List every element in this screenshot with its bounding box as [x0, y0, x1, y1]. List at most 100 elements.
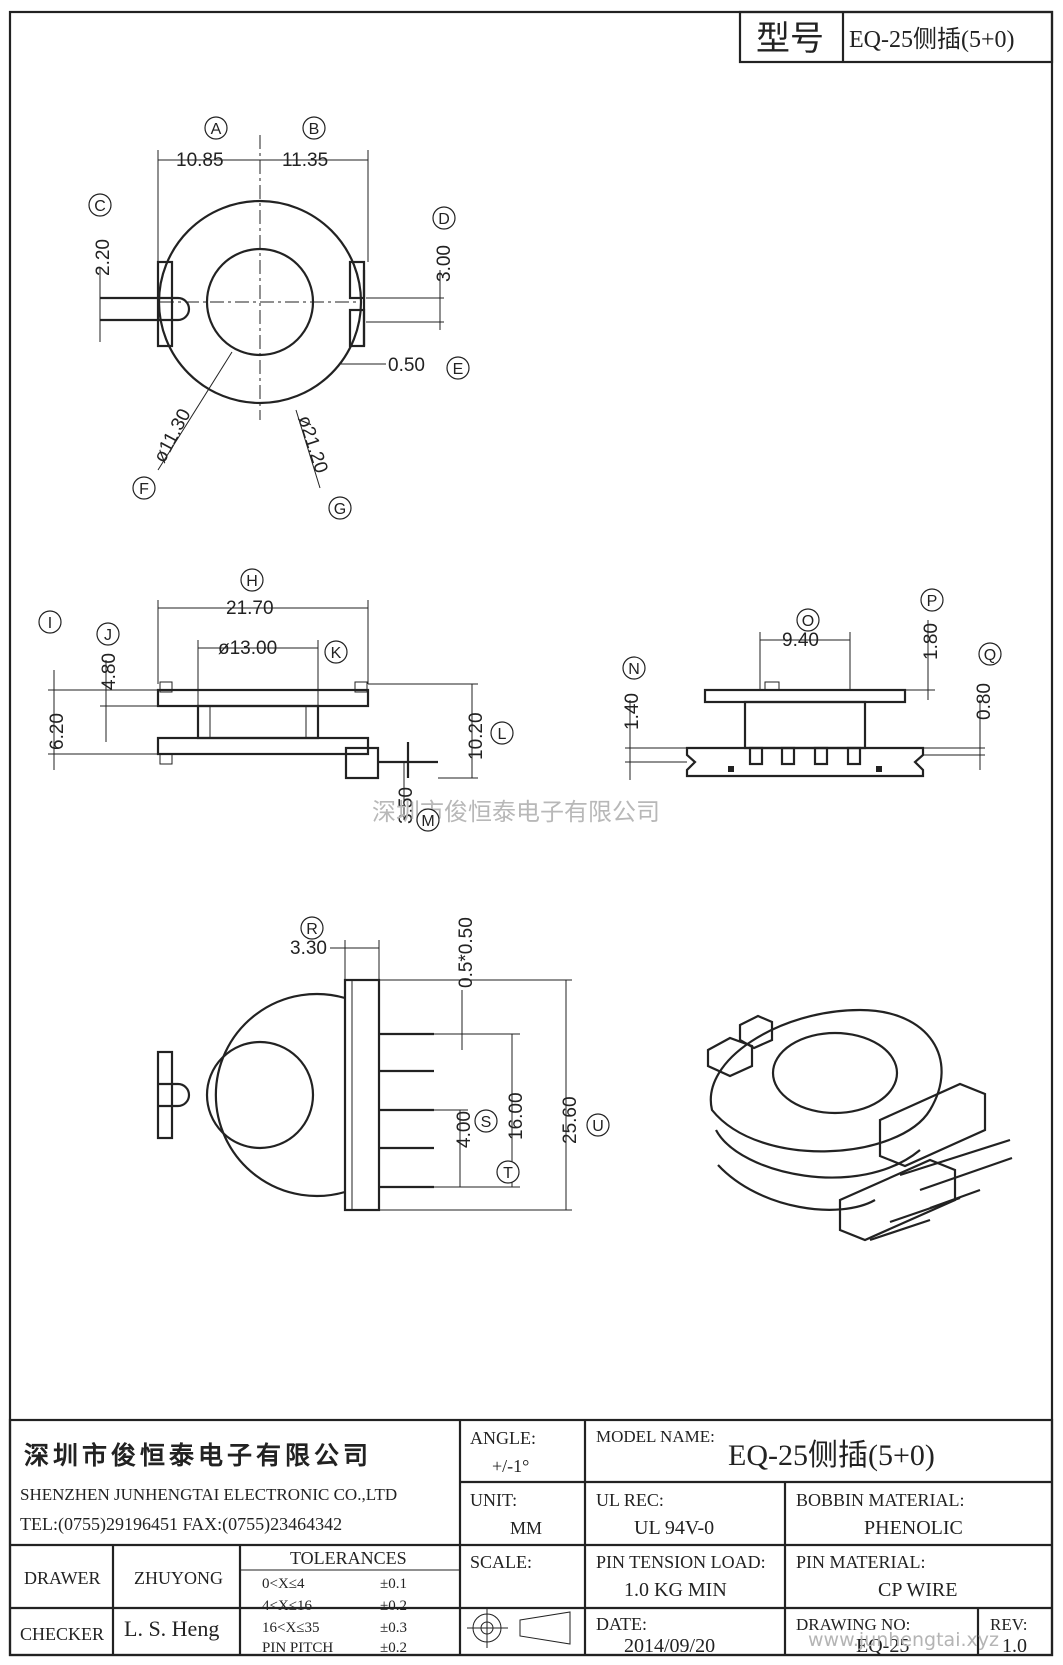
- isometric-view: [706, 1008, 1013, 1242]
- ul-value: UL 94V-0: [634, 1517, 714, 1539]
- top-view: 10.85 11.35 2.20 3.00 0.50 ø11.30 ø21.20: [93, 135, 455, 489]
- label-circle-i: [38, 610, 62, 634]
- iso-pin-1: [899, 1138, 1011, 1177]
- pin-material-value: CP WIRE: [878, 1579, 957, 1601]
- tol-range-1: 0<X≤4: [262, 1576, 305, 1592]
- tolerances-label: TOLERANCES: [290, 1548, 407, 1568]
- model-name-label: MODEL NAME:: [596, 1427, 715, 1446]
- drawer-label: DRAWER: [24, 1568, 101, 1588]
- iso-bore: [771, 1031, 899, 1115]
- dim-e: 0.50: [388, 355, 425, 376]
- iso-top-flange: [709, 1008, 943, 1153]
- leader-f: [157, 351, 233, 471]
- dim-s: 4.00: [454, 1111, 475, 1148]
- label-h: H: [246, 573, 258, 590]
- iso-tab-left: [706, 1036, 754, 1078]
- iso-pin-block-upper: [878, 1082, 987, 1168]
- front-pin-3: [813, 746, 829, 766]
- dim-r: 3.30: [290, 938, 327, 959]
- date-label: DATE:: [596, 1614, 647, 1634]
- label-n: N: [628, 661, 640, 678]
- angle-label: ANGLE:: [470, 1428, 536, 1448]
- dim-o: 9.40: [782, 630, 819, 651]
- tol-range-4: PIN PITCH: [262, 1640, 333, 1656]
- label-circle-k: [324, 640, 348, 664]
- label-circle-t: [496, 1160, 520, 1184]
- drawer-value: ZHUYONG: [134, 1568, 223, 1588]
- dim-c: 2.20: [93, 239, 114, 276]
- sheet-border: [8, 10, 1054, 1657]
- side-view: 21.70 ø13.00 4.80 6.20 10.20 3.50: [47, 598, 487, 824]
- front-pin-4: [846, 746, 862, 766]
- iso-pin-5: [869, 1218, 931, 1242]
- checker-value: L. S. Heng: [124, 1616, 219, 1641]
- pin-tension-label: PIN TENSION LOAD:: [596, 1552, 766, 1572]
- bottom-bore: [205, 1040, 315, 1150]
- front-body: [743, 700, 867, 750]
- bottom-outer-flange: [214, 992, 346, 1198]
- dim-l: 10.20: [466, 712, 487, 760]
- label-circle-a: [204, 116, 228, 140]
- label-k: K: [331, 645, 342, 662]
- iso-pin-block-lower: [838, 1158, 957, 1242]
- label-circle-n: [622, 656, 646, 680]
- pin-material-label: PIN MATERIAL:: [796, 1552, 926, 1572]
- front-pin-2: [780, 746, 796, 766]
- core-tube: [196, 704, 320, 740]
- label-l: L: [498, 726, 507, 743]
- left-notch: [100, 296, 191, 322]
- checker-label: CHECKER: [20, 1624, 104, 1644]
- leader-g: [295, 409, 321, 489]
- date-value: 2014/09/20: [624, 1635, 715, 1657]
- label-m: M: [421, 813, 434, 830]
- iso-pin-2: [919, 1156, 1013, 1192]
- label-circle-q: [978, 642, 1002, 666]
- company-contact: TEL:(0755)29196451 FAX:(0755)23464342: [20, 1514, 342, 1535]
- projection-cone: [519, 1611, 571, 1645]
- front-pin-tip-2: [876, 766, 882, 772]
- bottom-left-tab: [156, 1050, 174, 1140]
- label-i: I: [48, 615, 52, 632]
- label-circle-r: [300, 916, 324, 940]
- label-r: R: [306, 921, 318, 938]
- bobbin-label: BOBBIN MATERIAL:: [796, 1490, 965, 1510]
- scale-label: SCALE:: [470, 1552, 532, 1572]
- iso-tab-top: [738, 1014, 774, 1050]
- ul-label: UL REC:: [596, 1490, 664, 1510]
- label-g: G: [334, 501, 346, 518]
- front-pin-1: [748, 746, 764, 766]
- right-tab-top: [348, 260, 366, 300]
- company-en: SHENZHEN JUNHENGTAI ELECTRONIC CO.,LTD: [20, 1485, 397, 1504]
- front-pin-tip-1: [728, 766, 734, 772]
- rev-label: REV:: [990, 1615, 1027, 1634]
- tab-top-left: [159, 681, 173, 693]
- title-block: 深圳市俊恒泰电子有限公司 SHENZHEN JUNHENGTAI ELECTRO…: [8, 1418, 1054, 1657]
- tol-value-4: ±0.2: [380, 1640, 407, 1656]
- dim-pin: 0.5*0.50: [456, 917, 477, 988]
- label-b: B: [309, 121, 320, 138]
- angle-value: +/-1°: [492, 1456, 529, 1476]
- label-u: U: [592, 1118, 604, 1135]
- tol-range-2: 4<X≤16: [262, 1598, 313, 1614]
- dim-d: 3.00: [434, 245, 455, 282]
- front-top-flange: [703, 688, 907, 704]
- label-circle-l: [490, 721, 514, 745]
- label-o: O: [802, 613, 814, 630]
- model-header: 型号 EQ-25侧插(5+0): [738, 10, 1054, 64]
- label-circle-j: [96, 622, 120, 646]
- tab-top-right: [354, 681, 368, 693]
- label-a: A: [211, 121, 222, 138]
- iso-lower-flange: [715, 1129, 921, 1179]
- title-block-frame: [8, 1418, 1054, 1657]
- label-circle-h: [240, 568, 264, 592]
- model-value: EQ-25侧插(5+0): [849, 26, 1015, 53]
- dim-g: ø21.20: [293, 413, 331, 476]
- bottom-flange: [156, 736, 370, 756]
- front-base: [685, 746, 925, 778]
- label-e: E: [453, 361, 464, 378]
- label-circle-u: [586, 1113, 610, 1137]
- rev-value: 1.0: [1002, 1635, 1027, 1657]
- drawing-no-value: EQ-25: [856, 1635, 909, 1657]
- dim-u: 25.60: [560, 1096, 581, 1144]
